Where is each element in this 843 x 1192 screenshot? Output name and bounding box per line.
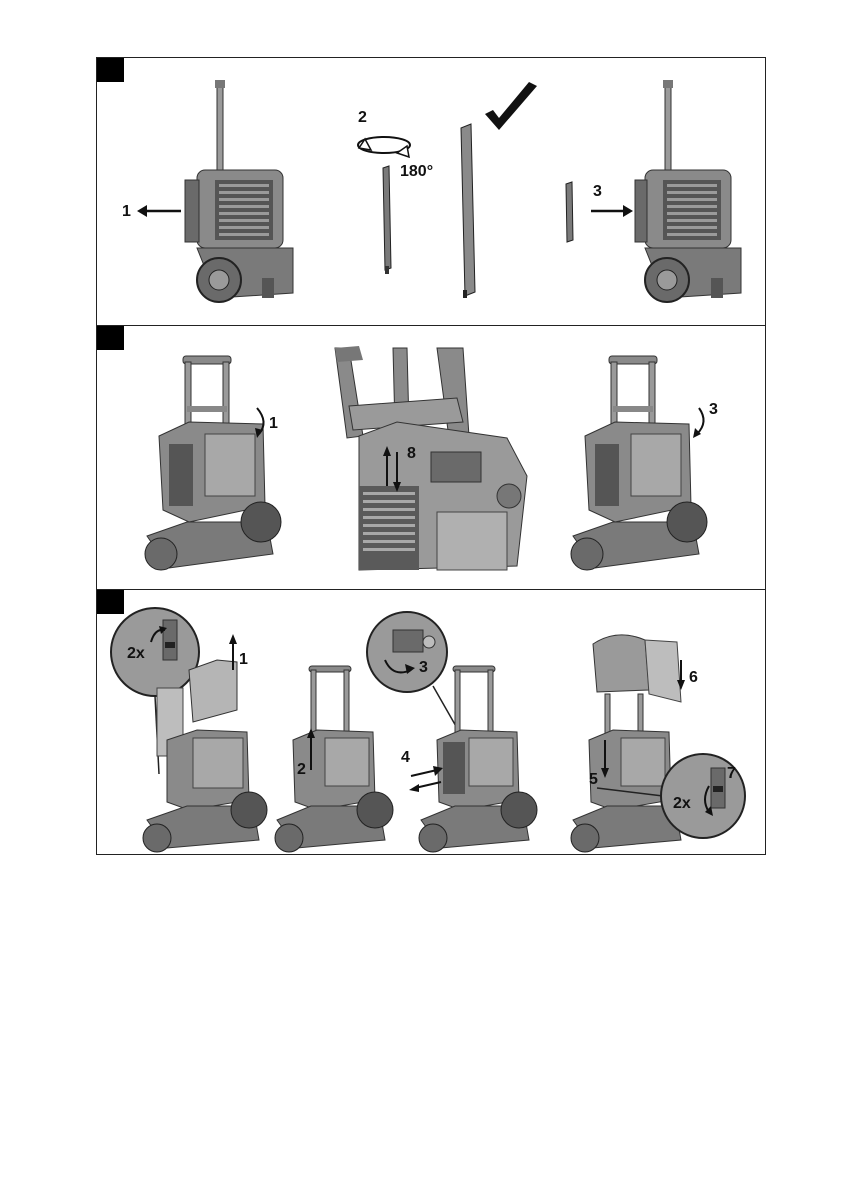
step-7-label: 7 xyxy=(727,766,736,782)
machine-b xyxy=(275,666,393,852)
filter-disc-insert xyxy=(566,182,573,242)
zoom-detail-middle xyxy=(367,612,465,742)
step-2-label: 2 xyxy=(297,762,306,778)
step-3-label: 3 xyxy=(709,402,718,418)
machine-side-right xyxy=(635,80,741,302)
step-5-label: 5 xyxy=(589,772,598,788)
panel-1-illustration xyxy=(97,58,765,326)
step-3-label: 3 xyxy=(593,184,602,200)
step-2-label: 2 xyxy=(358,110,367,126)
panel-3: 2x 1 2 3 4 5 6 7 2x xyxy=(97,590,765,854)
step-8-label: 8 xyxy=(407,446,416,462)
panel-1: 1 2 180° 3 xyxy=(97,58,765,326)
filter-disc-correct xyxy=(461,124,475,298)
angle-label: 180° xyxy=(400,164,433,180)
machine-d xyxy=(571,635,681,852)
machine-a xyxy=(143,660,267,852)
zoom-left-label: 2x xyxy=(127,646,145,662)
machine-front-right xyxy=(571,356,707,570)
arrow-3-curve xyxy=(697,408,704,434)
step-1-label: 1 xyxy=(122,204,131,220)
machine-side-left xyxy=(185,80,293,302)
panel-2: 1 8 3 xyxy=(97,326,765,590)
closeup-middle xyxy=(335,346,527,570)
step-4-label: 4 xyxy=(401,750,410,766)
zoom-right-label: 2x xyxy=(673,796,691,812)
step-3-label: 3 xyxy=(419,660,428,676)
machine-front-left xyxy=(145,356,281,570)
panel-2-illustration xyxy=(97,326,765,590)
checkmark-icon xyxy=(485,82,537,130)
figure-sheet: 1 2 180° 3 xyxy=(96,57,766,855)
rotate-arrow xyxy=(358,137,410,157)
step-6-label: 6 xyxy=(689,670,698,686)
step-1-label: 1 xyxy=(269,416,278,432)
arrow-4-in xyxy=(411,770,437,776)
panel-3-illustration xyxy=(97,590,765,854)
step-1-label: 1 xyxy=(239,652,248,668)
filter-disc-rotating xyxy=(383,166,391,274)
